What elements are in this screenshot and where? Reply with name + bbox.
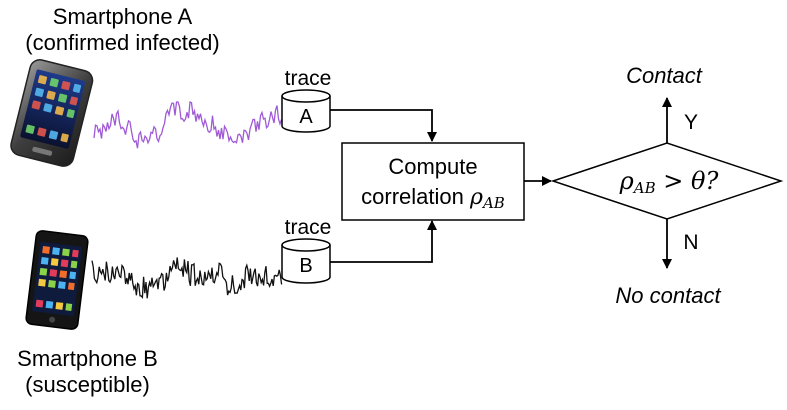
smartphone-b-label: Smartphone B (susceptible) <box>0 346 175 398</box>
decision-condition: > θ? <box>655 167 719 195</box>
decision-rho-subscript: AB <box>633 179 656 197</box>
no-branch-label: N <box>683 231 699 254</box>
database-a-icon <box>281 89 331 133</box>
decision-diamond <box>550 142 784 220</box>
smartphone-a-title: Smartphone A <box>52 4 193 29</box>
signal-trace-b <box>91 257 283 300</box>
database-a-letter: A <box>299 106 313 128</box>
compute-label: Compute correlation ρAB <box>342 152 524 218</box>
decision-rho-symbol: ρ <box>619 167 634 195</box>
arrow-a-to-compute <box>330 109 437 142</box>
arrow-b-to-compute <box>330 220 437 263</box>
no-contact-outcome-label: No contact <box>615 283 721 308</box>
compute-line2-text: correlation <box>361 184 471 209</box>
database-b-icon <box>281 238 331 284</box>
smartphone-b-title: Smartphone B <box>17 346 158 371</box>
database-b-letter: B <box>299 255 312 277</box>
signal-trace-a <box>93 101 283 149</box>
smartphone-a-image <box>10 59 94 167</box>
compute-rho-subscript: AB <box>482 194 505 212</box>
decision-label: ρAB > θ? <box>584 166 754 203</box>
smartphone-b-status: (susceptible) <box>25 372 150 397</box>
compute-line2: correlation ρAB <box>342 182 524 218</box>
smartphone-a-status: (confirmed infected) <box>25 30 220 55</box>
smartphone-b-image <box>25 230 89 330</box>
yes-branch-label: Y <box>683 111 698 134</box>
trace-a-label: trace <box>284 67 332 90</box>
smartphone-a-label: Smartphone A (confirmed infected) <box>0 4 245 56</box>
compute-rho-symbol: ρ <box>470 185 483 210</box>
compute-box <box>341 142 525 221</box>
contact-outcome-label: Contact <box>626 63 702 88</box>
compute-line1: Compute <box>388 154 478 179</box>
trace-b-label: trace <box>284 216 332 239</box>
